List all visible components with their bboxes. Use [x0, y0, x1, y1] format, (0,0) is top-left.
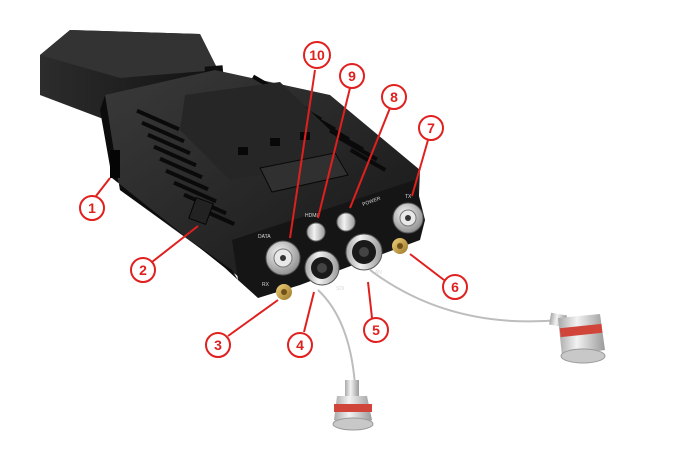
panel-label-lan: LAN — [372, 270, 382, 276]
sma-connector-3 — [276, 284, 292, 300]
panel-label-rx: RX — [262, 282, 270, 288]
power-button-8 — [336, 212, 356, 232]
callout-8-label: 8 — [390, 89, 398, 105]
callout-1: 1 — [79, 195, 105, 221]
sma-connector-6 — [392, 238, 408, 254]
callout-3: 3 — [205, 332, 231, 358]
dust-cap-right — [549, 312, 606, 364]
side-port-1 — [110, 150, 120, 178]
status-display — [259, 152, 349, 193]
callout-2: 2 — [130, 257, 156, 283]
bnc-connector-10 — [265, 240, 301, 276]
callout-4-label: 4 — [296, 337, 304, 353]
callout-9-label: 9 — [348, 68, 356, 84]
panel-label-hdmi: HDMI — [305, 213, 318, 219]
callouts — [95, 69, 445, 337]
panel-connectors: DATA HDMI POWER RX SDI LAN TX — [258, 194, 424, 300]
round-connector-4 — [304, 250, 340, 286]
callout-10-label: 10 — [309, 47, 325, 63]
callout-5: 5 — [363, 317, 389, 343]
callout-6: 6 — [442, 274, 468, 300]
panel-label-sdi: SDI — [336, 286, 344, 292]
callout-7: 7 — [418, 115, 444, 141]
callout-5-label: 5 — [372, 322, 380, 338]
callout-6-label: 6 — [451, 279, 459, 295]
tethered-caps — [317, 269, 561, 386]
callout-10: 10 — [303, 41, 331, 69]
callout-1-label: 1 — [88, 200, 96, 216]
button-9 — [306, 222, 326, 242]
callout-4: 4 — [287, 332, 313, 358]
callout-8: 8 — [381, 84, 407, 110]
dust-cap-bottom — [332, 380, 374, 431]
panel-label-tx: TX — [405, 194, 412, 200]
callout-9: 9 — [339, 63, 365, 89]
callout-3-label: 3 — [214, 337, 222, 353]
callout-2-label: 2 — [139, 262, 147, 278]
side-port-2 — [188, 196, 214, 226]
round-connector-5 — [345, 233, 383, 271]
panel-label-data: DATA — [258, 234, 271, 240]
bnc-connector-7 — [392, 202, 424, 234]
callout-7-label: 7 — [427, 120, 435, 136]
